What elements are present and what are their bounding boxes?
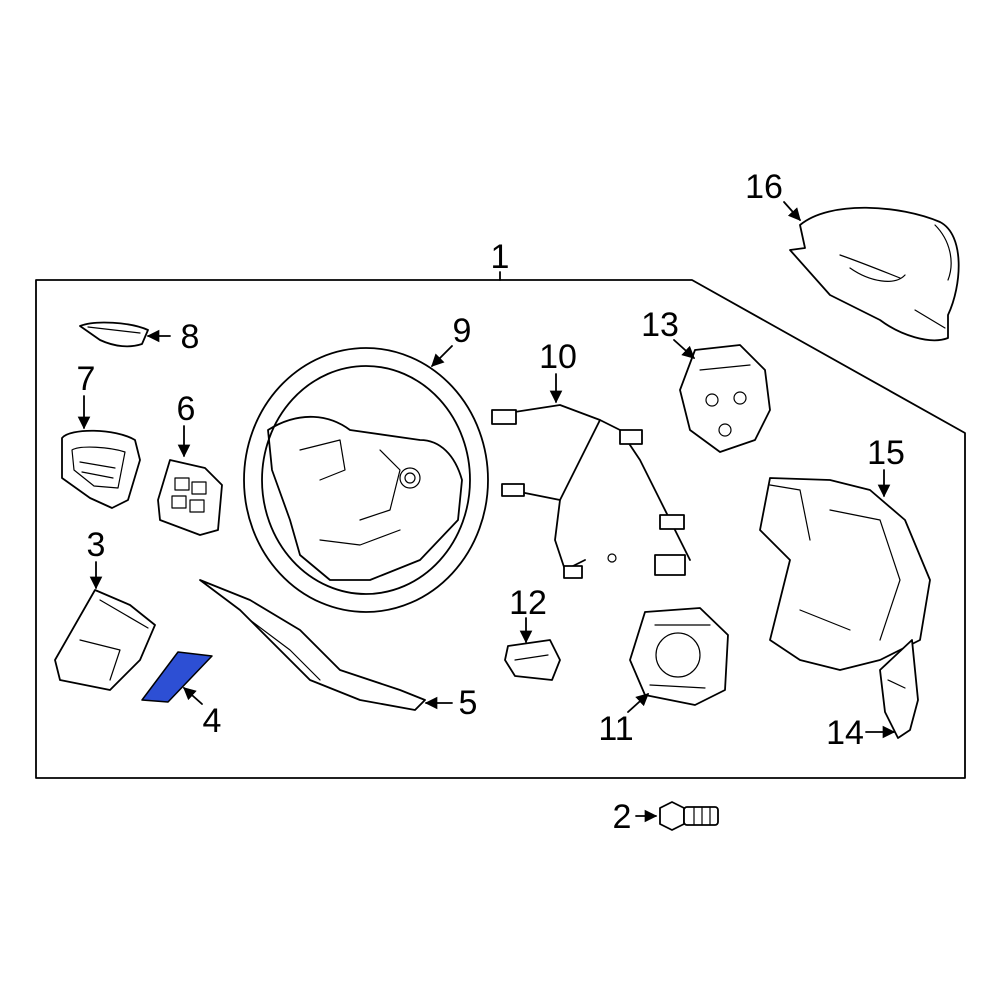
callout-9: 9 [453, 312, 472, 350]
callout-13: 13 [641, 306, 679, 344]
callout-14: 14 [826, 714, 864, 752]
callout-15: 15 [867, 434, 905, 472]
callout-1: 1 [491, 238, 510, 276]
callout-5: 5 [459, 684, 478, 722]
part-6-switch [157, 459, 223, 536]
callout-11: 11 [598, 710, 633, 748]
part-15-rear-cover [759, 477, 931, 671]
part-11-clock-spring [629, 607, 729, 706]
callout-6: 6 [177, 390, 196, 428]
part-4-trim-highlight [141, 651, 213, 703]
callout-16: 16 [745, 168, 783, 206]
part-7-switch-bezel [61, 429, 141, 509]
leader-4 [183, 687, 203, 705]
callout-labels: 1 2 3 4 5 6 7 8 9 10 11 12 13 14 15 16 [77, 168, 905, 836]
assembly-boundary [35, 279, 966, 779]
callout-2: 2 [613, 798, 632, 836]
part-8-trim [79, 321, 149, 348]
leader-16 [783, 201, 801, 221]
part-9-steering-wheel [243, 347, 489, 613]
callout-leaders [77, 201, 896, 823]
callout-8: 8 [181, 318, 200, 356]
leader-11 [627, 693, 649, 713]
callout-7: 7 [77, 360, 96, 398]
part-10-harness [491, 404, 691, 579]
callout-12: 12 [509, 584, 547, 622]
part-13-bracket [679, 344, 771, 453]
leader-13 [673, 339, 695, 359]
part-2-bolt [659, 801, 719, 831]
callout-3: 3 [87, 526, 106, 564]
part-16-airbag [789, 206, 960, 342]
part-5-lower-cover [199, 579, 426, 711]
callout-4: 4 [203, 702, 222, 740]
callout-10: 10 [539, 338, 577, 376]
part-3-lower-bezel [54, 589, 156, 691]
part-12-connector [504, 639, 561, 681]
part-14-paddle [879, 639, 919, 739]
leader-9 [431, 345, 453, 367]
